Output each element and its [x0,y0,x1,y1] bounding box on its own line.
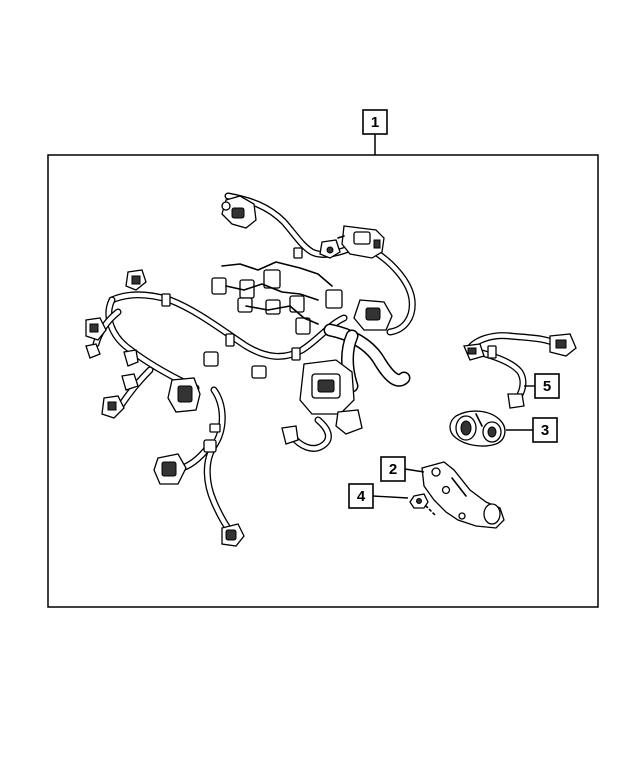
callout-2: 2 [380,456,425,482]
callout-3-label: 3 [541,422,549,439]
kit-frame [47,154,599,608]
bolt [409,493,437,517]
callout-3: 3 [506,417,558,443]
jumper-harness [463,332,577,409]
callout-2-label: 2 [389,461,397,478]
callout-5: 5 [524,373,560,399]
connector-housing [449,410,506,447]
callout-1: 1 [362,109,388,155]
callout-4: 4 [348,483,409,509]
callout-1-label: 1 [371,114,379,131]
bracket [421,461,505,529]
callout-4-label: 4 [357,488,366,505]
wiring-harness [85,192,416,547]
callout-5-label: 5 [543,378,551,395]
